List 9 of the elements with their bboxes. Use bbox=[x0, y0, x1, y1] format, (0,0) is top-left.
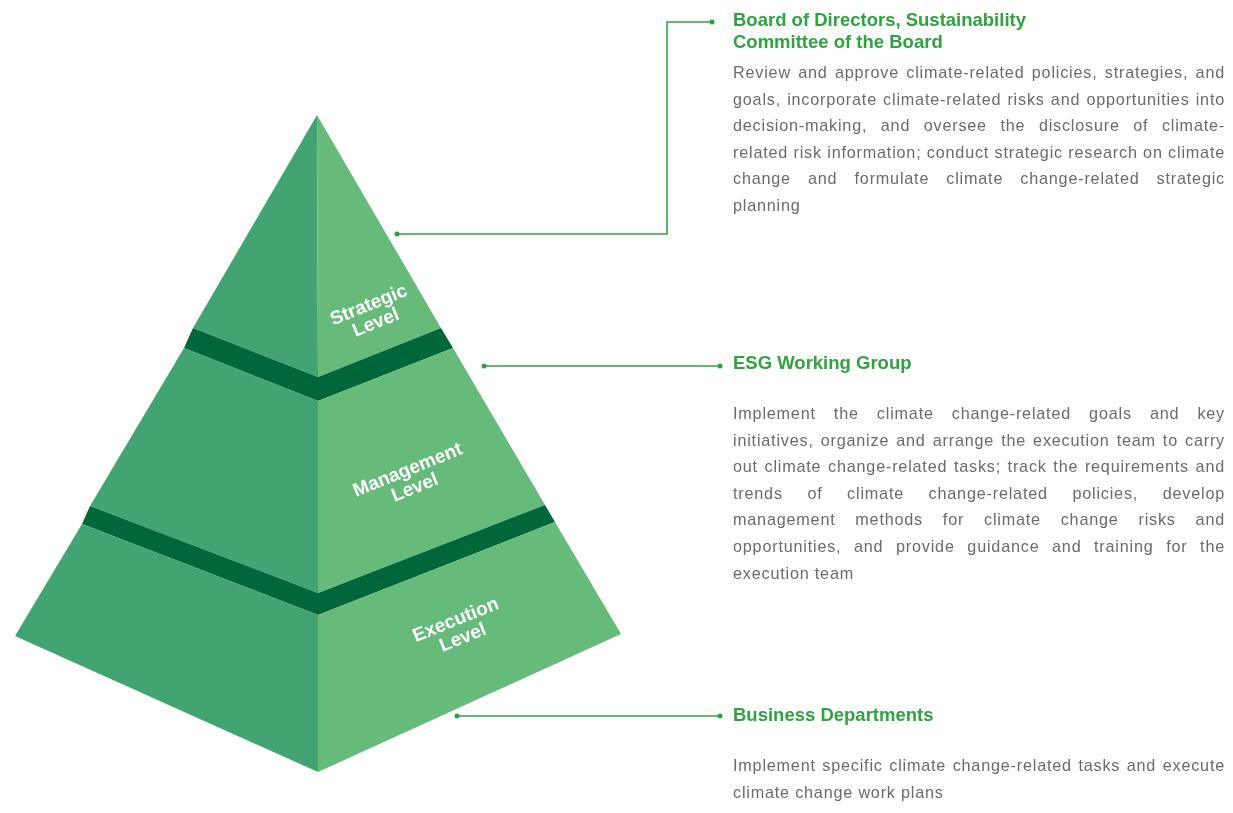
description-text: Review and approve climate-related policies, strategies, and goals, incorporate climate-related risks and opportunities into decision-making, and oversee the disclosure of climate-related risk information; conduct strategic research on climate change and formulate climate change-related strategic planning bbox=[733, 62, 1225, 216]
leader-line bbox=[481, 363, 723, 369]
group-heading: Business Departments bbox=[733, 704, 935, 726]
leader-line bbox=[454, 713, 723, 719]
group-heading: Board of Directors, Sustainability Committee of the Board bbox=[733, 9, 1027, 53]
leader-line bbox=[394, 19, 715, 237]
description-text: Implement specific climate change-related tasks and execute climate change work plans bbox=[733, 755, 1225, 803]
group-heading: ESG Working Group bbox=[733, 352, 913, 374]
description-text: Implement the climate change-related goals and key initiatives, organize and arrange the execution team to carry out climate change-related tasks; track the requirements and trends of climate change-related policies, develop management methods for climate change risks and opportunities, and provide guidance and training for the execution team bbox=[733, 403, 1225, 584]
